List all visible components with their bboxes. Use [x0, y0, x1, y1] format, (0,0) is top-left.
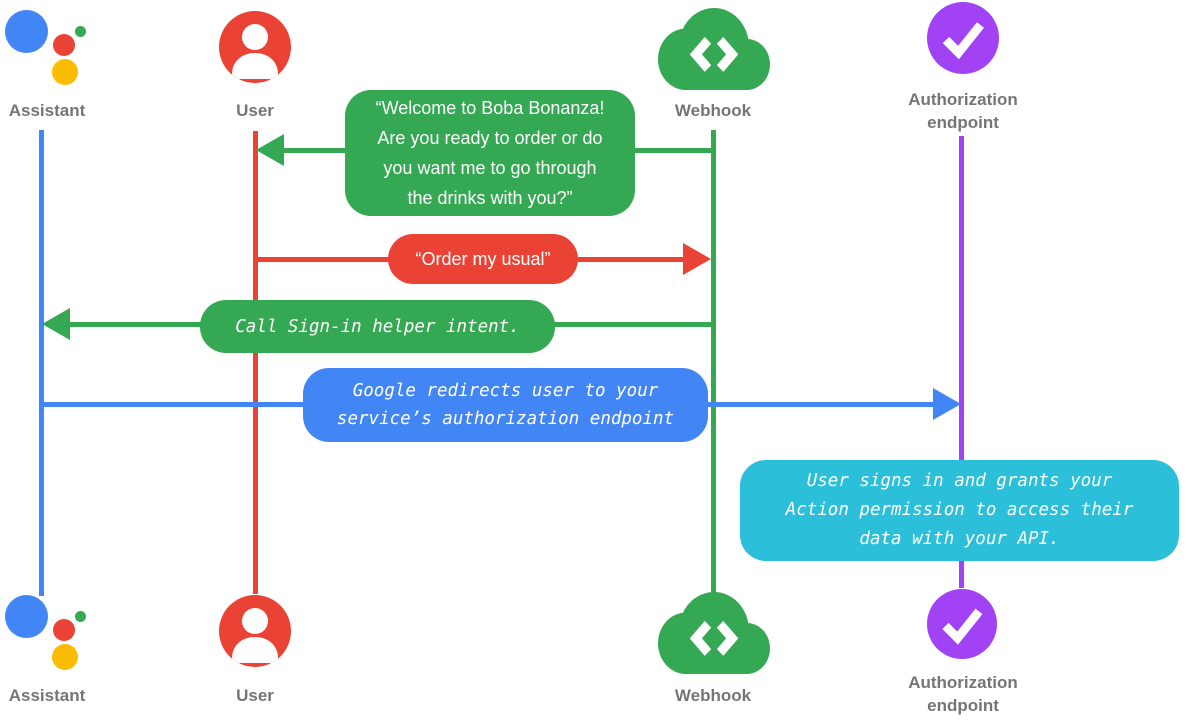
signin-intent-note: Call Sign-in helper intent. [200, 300, 555, 353]
authorization-endpoint-label-bottom: Authorization endpoint [908, 673, 1018, 715]
assistant-logo-blue-circle [5, 595, 48, 638]
user-label-top: User [236, 101, 274, 120]
checkmark-circle-icon-bottom [927, 589, 997, 659]
welcome-arrowhead-left-icon [256, 134, 284, 166]
person-body-shape [232, 637, 278, 663]
order-message-bubble: “Order my usual” [388, 234, 578, 284]
assistant-logo-green-dot [75, 26, 86, 37]
assistant-logo-yellow-circle [52, 59, 78, 85]
assistant-logo-yellow-circle [52, 644, 78, 670]
google-assistant-logo-icon [5, 8, 95, 88]
assistant-logo-red-circle [53, 34, 75, 56]
welcome-message-bubble: “Welcome to Boba Bonanza! Are you ready … [345, 90, 635, 216]
person-body-shape [232, 53, 278, 79]
redirect-arrowhead-right-icon [933, 388, 961, 420]
person-head-shape [242, 24, 268, 50]
signin-arrowhead-left-icon [42, 308, 70, 340]
assistant-label-top: Assistant [8, 101, 86, 120]
assistant-logo-blue-circle [5, 10, 48, 53]
checkmark-circle-icon [927, 2, 999, 74]
assistant-label-bottom: Assistant [8, 686, 86, 705]
person-icon-bottom [219, 595, 291, 667]
grant-permission-note: User signs in and grants your Action per… [740, 460, 1179, 561]
webhook-label-top: Webhook [674, 101, 752, 120]
assistant-logo-red-circle [53, 619, 75, 641]
webhook-lifeline [711, 130, 716, 593]
cloud-code-icon-bottom [658, 592, 770, 674]
webhook-label-bottom: Webhook [674, 686, 752, 705]
order-arrowhead-right-icon [683, 243, 711, 275]
person-icon [219, 11, 291, 83]
assistant-lifeline [39, 130, 44, 596]
authorization-endpoint-label-top: Authorization endpoint [908, 90, 1018, 132]
authorization-endpoint-lifeline [959, 136, 964, 588]
assistant-logo-green-dot [75, 611, 86, 622]
user-lifeline [253, 131, 258, 594]
google-assistant-logo-icon-bottom [5, 593, 95, 673]
redirect-note: Google redirects user to your service’s … [303, 368, 708, 442]
person-head-shape [242, 608, 268, 634]
user-label-bottom: User [236, 686, 274, 705]
cloud-code-icon [658, 8, 770, 90]
